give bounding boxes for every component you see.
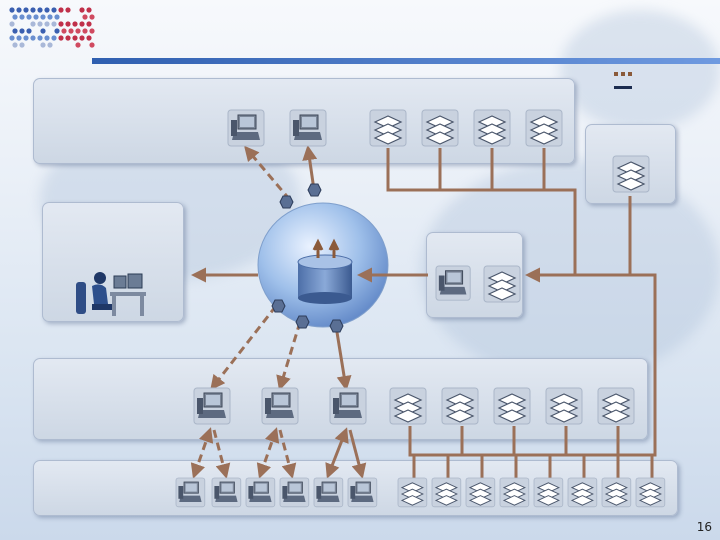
server-icon <box>484 266 520 302</box>
server-icon <box>474 110 510 146</box>
workstation-icon <box>436 266 470 300</box>
workstation-icon <box>228 110 264 146</box>
server-icon <box>390 388 426 424</box>
connector-line <box>336 326 346 388</box>
workstation-icon <box>314 478 343 507</box>
server-icon <box>568 478 597 507</box>
workstation-icon <box>348 478 377 507</box>
workstation-icon <box>330 388 366 424</box>
connector-line <box>212 306 276 388</box>
server-icon <box>442 388 478 424</box>
server-icon <box>526 110 562 146</box>
server-icon <box>422 110 458 146</box>
workstation-icon <box>194 388 230 424</box>
connector-line <box>575 196 630 275</box>
page-number: 16 <box>697 520 712 534</box>
server-icon <box>432 478 461 507</box>
server-icon <box>500 478 529 507</box>
server-icon <box>466 478 495 507</box>
server-icon <box>602 478 631 507</box>
connector-line <box>280 430 292 476</box>
workstation-icon <box>262 388 298 424</box>
server-icon <box>370 110 406 146</box>
server-icon <box>613 156 649 192</box>
server-icon <box>636 478 665 507</box>
server-icon <box>546 388 582 424</box>
network-node-icon <box>308 184 321 196</box>
network-node-icon <box>272 300 285 312</box>
connector-line <box>350 430 362 476</box>
server-icon <box>534 478 563 507</box>
server-icon <box>494 388 530 424</box>
workstation-icon <box>212 478 241 507</box>
workstation-icon <box>246 478 275 507</box>
workstation-icon <box>280 478 309 507</box>
connector-line <box>246 148 290 200</box>
connector-line <box>328 430 346 476</box>
server-icon <box>598 388 634 424</box>
workstation-icon <box>290 110 326 146</box>
network-node-icon <box>296 316 309 328</box>
workstation-icon <box>176 478 205 507</box>
connector-line <box>280 322 300 388</box>
connector-line <box>260 430 276 476</box>
connector-line <box>194 430 210 476</box>
network-node-icon <box>280 196 293 208</box>
server-icon <box>398 478 427 507</box>
connector-line <box>214 430 226 476</box>
network-node-icon <box>330 320 343 332</box>
connector-line <box>388 148 575 275</box>
